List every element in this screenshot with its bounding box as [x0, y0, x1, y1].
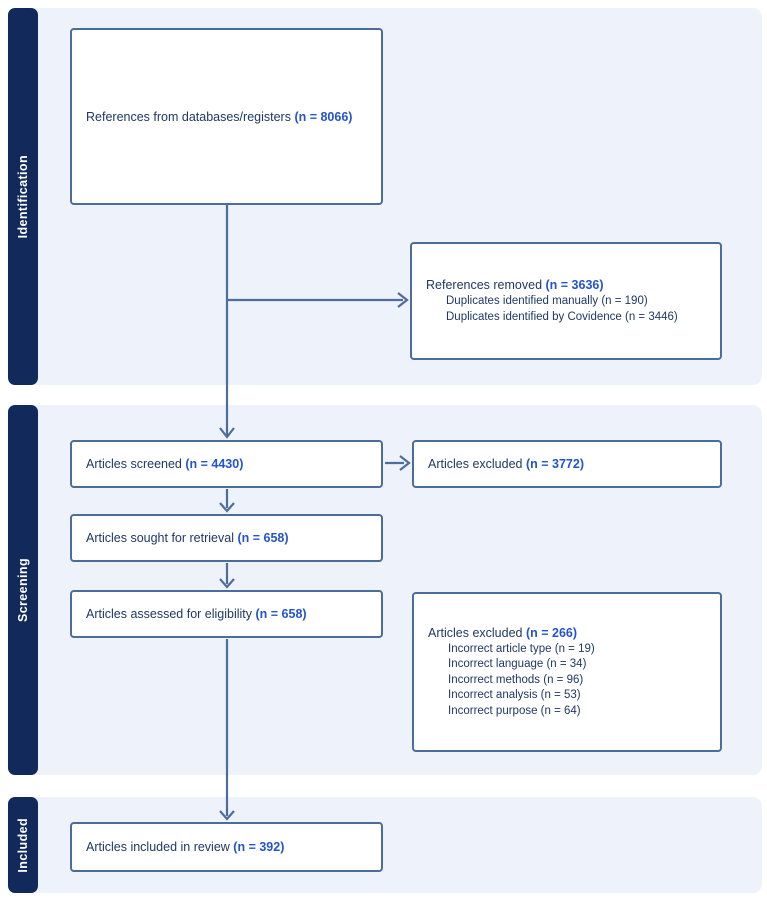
exclusion-reason-list: Duplicates identified manually (n = 190)… — [412, 294, 720, 325]
flow-box-references: References from databases/registers (n =… — [70, 28, 383, 205]
exclusion-reason: Incorrect language (n = 34) — [448, 658, 587, 671]
exclusion-reason: Duplicates identified manually (n = 190) — [446, 295, 648, 307]
stage-label-identification: Identification — [16, 154, 30, 239]
box-label: References removed (n = 3636) — [426, 278, 604, 292]
exclusion-reason: Incorrect article type (n = 19) — [448, 642, 595, 655]
box-label: Articles excluded (n = 266) — [428, 625, 578, 640]
flow-box-screened: Articles screened (n = 4430) — [70, 440, 383, 488]
exclusion-reason: Incorrect purpose (n = 64) — [448, 704, 581, 717]
count-value: (n = 392) — [233, 840, 285, 854]
screening-stage-bar: Screening — [8, 405, 38, 775]
box-label: Articles screened (n = 4430) — [86, 457, 244, 471]
included-stage-bar: Included — [8, 797, 38, 893]
count-value: (n = 8066) — [294, 109, 353, 124]
count-value: (n = 3772) — [525, 457, 584, 471]
box-label: Articles assessed for eligibility (n = 6… — [86, 607, 307, 621]
count-value: (n = 658) — [237, 531, 289, 545]
exclusion-reason: Incorrect methods (n = 96) — [448, 673, 584, 686]
stage-label-included: Included — [16, 817, 30, 873]
flow-box-excluded-screening: Articles excluded (n = 3772) — [412, 440, 722, 488]
count-value: (n = 3636) — [545, 278, 604, 292]
box-label: References from databases/registers (n =… — [86, 109, 353, 124]
exclusion-reason-list: Incorrect article type (n = 19) Incorrec… — [414, 642, 720, 720]
count-value: (n = 658) — [255, 607, 307, 621]
box-label: Articles excluded (n = 3772) — [428, 457, 584, 471]
flow-box-assessed: Articles assessed for eligibility (n = 6… — [70, 590, 383, 638]
box-label: Articles included in review (n = 392) — [86, 840, 285, 854]
stage-label-screening: Screening — [16, 557, 30, 623]
exclusion-reason: Incorrect analysis (n = 53) — [448, 689, 581, 702]
identification-stage-bar: Identification — [8, 8, 38, 385]
box-label: Articles sought for retrieval (n = 658) — [86, 531, 289, 545]
flow-box-excluded-eligibility: Articles excluded (n = 266) Incorrect ar… — [412, 592, 722, 752]
count-value: (n = 4430) — [185, 457, 244, 471]
flow-box-references-removed: References removed (n = 3636) Duplicates… — [410, 242, 722, 360]
flow-box-sought: Articles sought for retrieval (n = 658) — [70, 514, 383, 562]
flow-box-included: Articles included in review (n = 392) — [70, 822, 383, 872]
exclusion-reason: Duplicates identified by Covidence (n = … — [446, 310, 678, 323]
count-value: (n = 266) — [525, 625, 578, 640]
